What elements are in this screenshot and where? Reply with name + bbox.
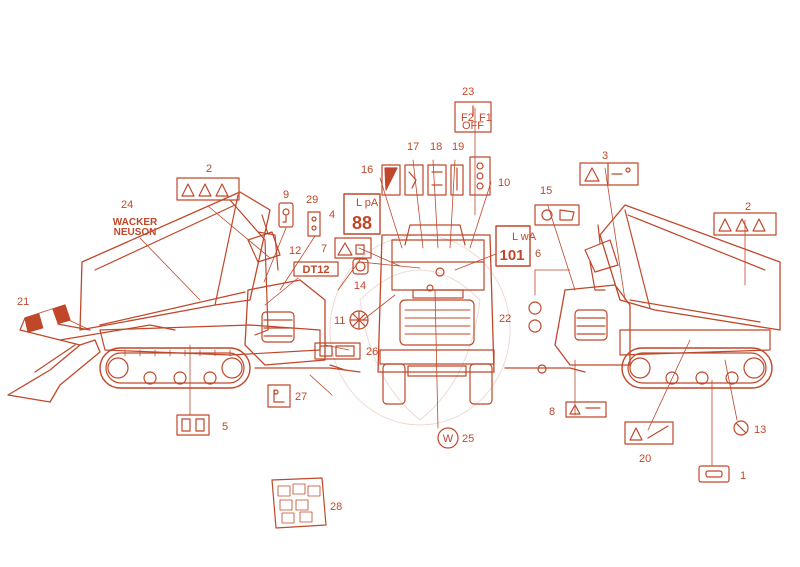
callout-14: 14	[354, 280, 366, 292]
decal-model-badge	[293, 261, 339, 277]
lift-point-icon	[278, 202, 294, 228]
decal-22	[528, 301, 542, 333]
decal-hand-crush	[534, 204, 580, 226]
callout-23: 23	[462, 86, 474, 98]
callout-21: 21	[17, 296, 29, 308]
callout-15: 15	[540, 185, 552, 197]
decal-speed-switch	[454, 101, 492, 133]
callout-2-right: 2	[745, 201, 751, 213]
speed-f2: F2	[461, 112, 474, 124]
callout-26: 26	[366, 346, 378, 358]
callout-18: 18	[430, 141, 442, 153]
callout-24: 24	[121, 199, 133, 211]
decal-warning-set-left	[176, 177, 240, 201]
decal-control-17	[404, 164, 424, 196]
callout-22: 22	[499, 313, 511, 325]
model-label: DT12	[303, 264, 330, 276]
decal-5	[176, 414, 210, 436]
callout-4: 4	[329, 209, 335, 221]
decal-sound-level	[495, 225, 531, 267]
ear-protection-icon	[352, 258, 369, 275]
sound-level-value: 101	[499, 247, 524, 264]
decal-10	[469, 156, 491, 196]
callout-19: 19	[452, 141, 464, 153]
callout-28: 28	[330, 501, 342, 513]
decal-control-18	[427, 164, 447, 196]
sound-power-value: 88	[352, 213, 372, 233]
sound-power-unit: L pA	[356, 197, 379, 209]
decal-sound-power	[343, 193, 381, 235]
callout-17: 17	[407, 141, 419, 153]
callout-11: 11	[334, 315, 345, 327]
left-machine	[7, 191, 361, 403]
manual-book-icon	[334, 237, 372, 259]
speed-off: OFF	[462, 120, 484, 132]
brand-line1: WACKER	[113, 217, 158, 228]
callout-1: 1	[740, 470, 746, 482]
logo-letter: W	[443, 433, 454, 445]
callout-25: 25	[462, 433, 474, 445]
grid-icon	[349, 310, 369, 330]
callout-9: 9	[283, 189, 289, 201]
brand-logo-badge	[437, 427, 459, 449]
sound-level-unit: L wA	[512, 231, 537, 243]
callout-10: 10	[498, 177, 510, 189]
brand-line2: NEUSON	[114, 227, 157, 238]
decal-kit-bag	[271, 477, 327, 529]
callout-13: 13	[754, 424, 766, 436]
callout-5: 5	[222, 421, 228, 433]
leader-lines	[57, 107, 746, 466]
decal-29	[307, 211, 321, 237]
decal-26	[314, 342, 361, 360]
decal-warning-crush	[579, 162, 639, 186]
callout-3: 3	[602, 150, 608, 162]
right-machine	[504, 204, 781, 389]
callout-7: 7	[321, 243, 327, 255]
decal-1	[698, 465, 730, 483]
callout-16: 16	[361, 164, 373, 176]
decal-control-19	[450, 164, 464, 196]
callout-29: 29	[306, 194, 318, 206]
callout-27: 27	[295, 391, 307, 403]
decal-13	[733, 420, 749, 436]
callout-8: 8	[549, 406, 555, 418]
callout-20: 20	[639, 453, 651, 465]
decal-8	[565, 401, 607, 418]
decal-warning-set-right	[713, 212, 777, 236]
decal-20	[624, 421, 674, 445]
fuel-icon	[267, 384, 291, 408]
decal-control-16	[381, 164, 401, 196]
callout-6: 6	[535, 248, 541, 260]
callout-12: 12	[289, 245, 301, 257]
speed-f1: F1	[479, 112, 492, 124]
callout-2-left: 2	[206, 163, 212, 175]
